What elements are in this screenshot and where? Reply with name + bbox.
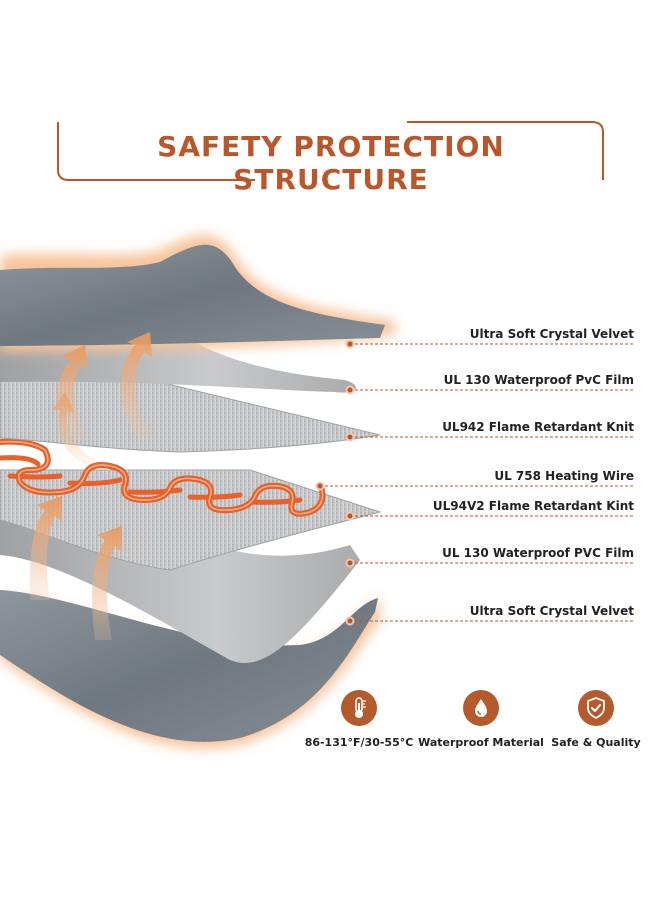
layer-bottom-pvc-film	[0, 516, 360, 664]
layer-label-bottom-velvet: Ultra Soft Crystal Velvet	[469, 604, 634, 618]
leader-dots	[315, 339, 355, 626]
page-title: SAFETY PROTECTION STRUCTURE	[157, 130, 505, 196]
layer-label-bottom-knit: UL94V2 Flame Retardant Kint	[432, 499, 634, 513]
heat-arrows	[30, 332, 155, 640]
layer-top-knit	[0, 374, 381, 453]
leader-lines	[320, 343, 634, 622]
feature-waterproof-label: Waterproof Material	[418, 736, 544, 749]
layer-label-top-pvc-film: UL 130 Waterproof PvC Film	[443, 373, 634, 387]
feature-safety: Safe & Quality	[531, 690, 660, 749]
layer-label-top-velvet: Ultra Soft Crystal Velvet	[469, 327, 634, 341]
layer-label-bottom-pvc-film: UL 130 Waterproof PVC Film	[442, 546, 634, 560]
shield-check-icon	[578, 690, 614, 726]
title-frame: SAFETY PROTECTION STRUCTURE	[55, 120, 607, 196]
water-drop-icon	[463, 690, 499, 726]
layer-top-velvet	[0, 244, 385, 346]
heating-wire	[0, 438, 326, 517]
layer-top-pvc-film	[0, 337, 356, 393]
feature-waterproof: Waterproof Material	[416, 690, 546, 749]
layer-label-top-knit: UL942 Flame Retardant Knit	[442, 420, 634, 434]
thermometer-icon	[341, 690, 377, 726]
feature-temperature: 86-131°F/30-55°C	[294, 690, 424, 749]
feature-safety-label: Safe & Quality	[551, 736, 641, 749]
layer-label-heating-wire: UL 758 Heating Wire	[494, 469, 634, 483]
feature-temperature-label: 86-131°F/30-55°C	[304, 736, 414, 749]
title-border	[57, 121, 604, 181]
